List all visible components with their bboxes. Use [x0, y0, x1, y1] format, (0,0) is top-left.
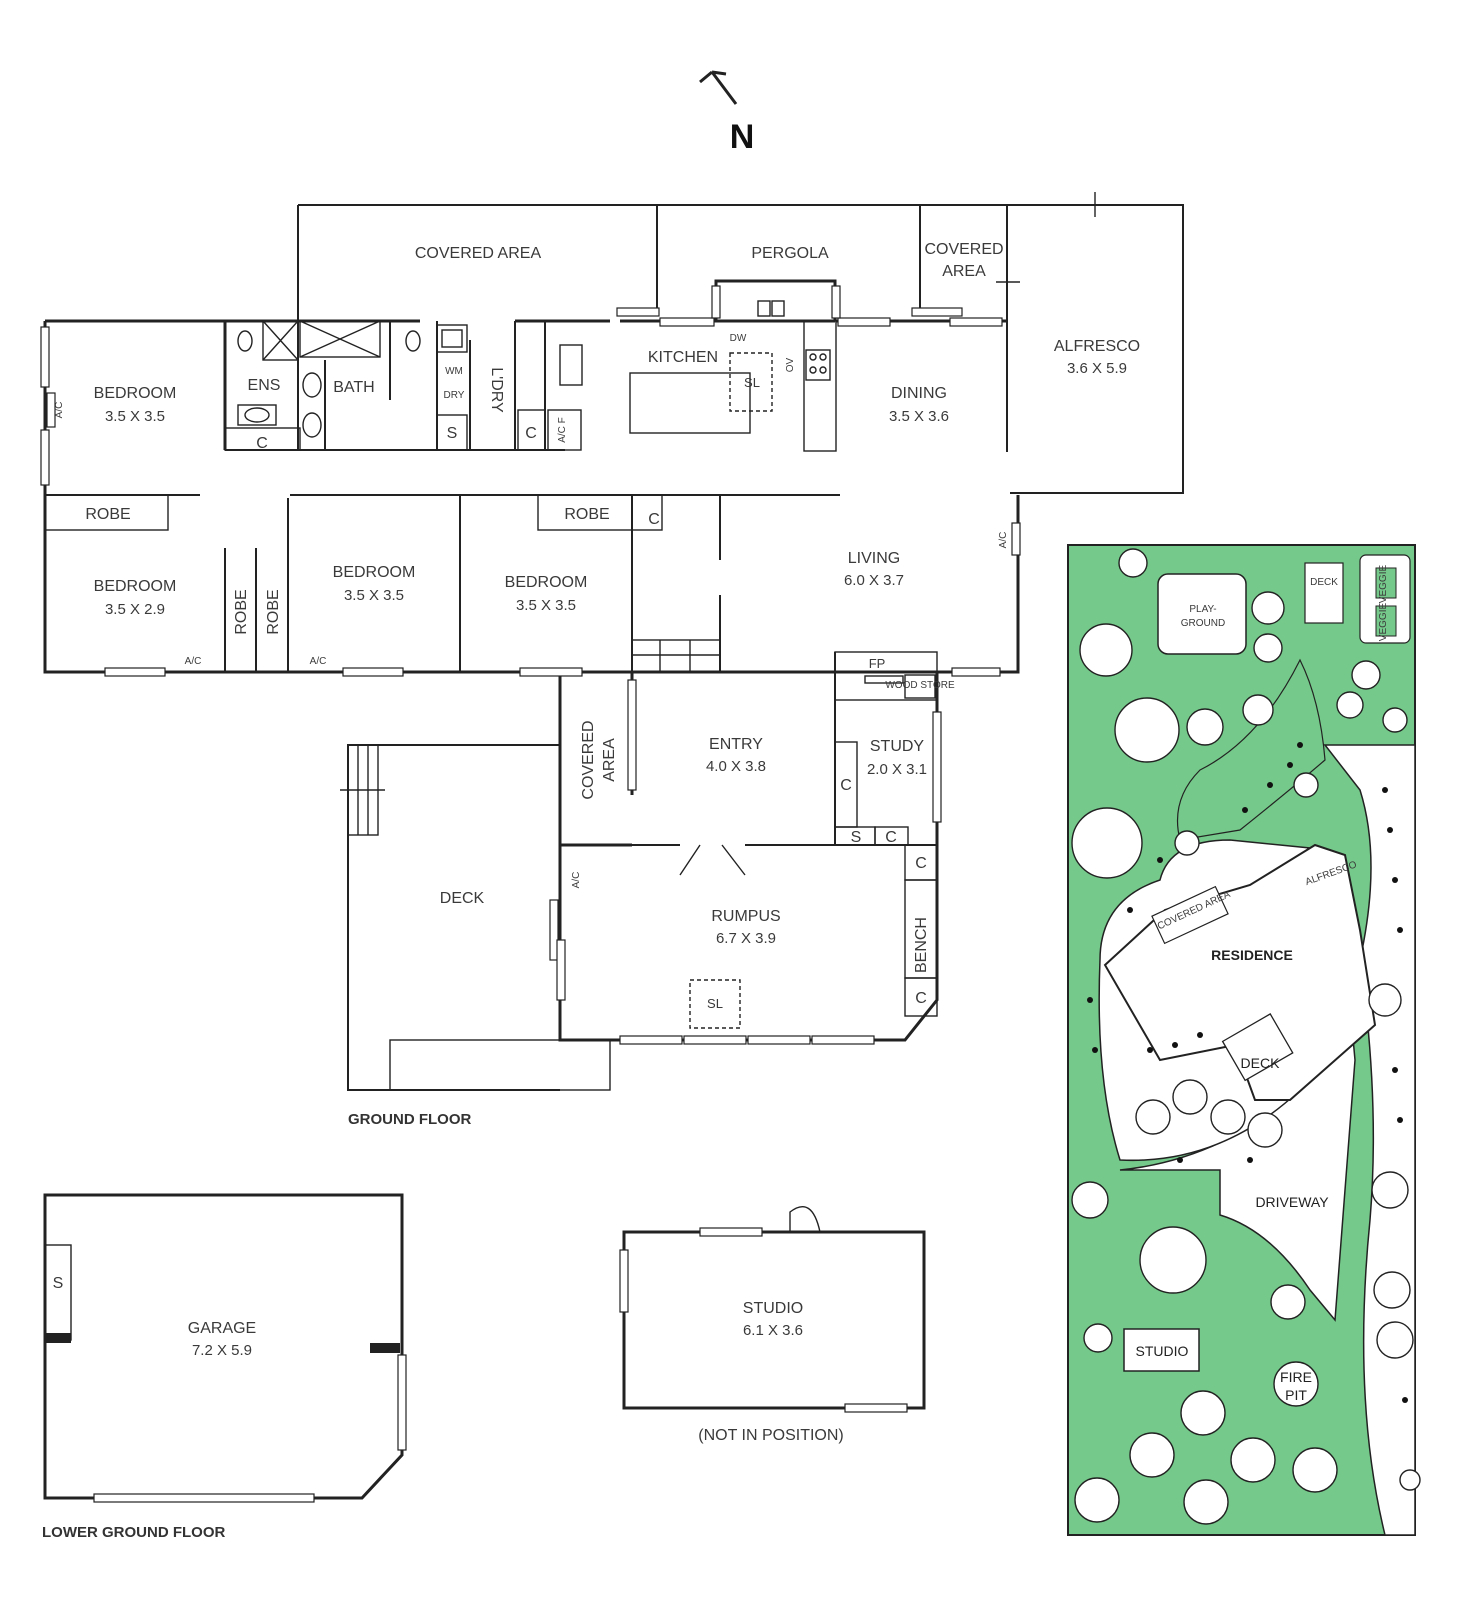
garage-size: 7.2 X 5.9	[192, 1342, 252, 1359]
dining-size: 3.5 X 3.6	[889, 408, 949, 425]
bedroom-3-size: 3.5 X 3.5	[344, 587, 404, 604]
garage-storage-label: S	[53, 1275, 64, 1292]
rumpus-label: RUMPUS	[711, 908, 780, 925]
skylight-label: SL	[707, 996, 723, 1011]
alfresco-size: 3.6 X 5.9	[1067, 360, 1127, 377]
studio: STUDIO 6.1 X 3.6 (NOT IN POSITION)	[619, 1206, 926, 1444]
cupboard-label: C	[525, 425, 537, 442]
lower-ground-floor-title: LOWER GROUND FLOOR	[42, 1524, 225, 1541]
living-label: LIVING	[848, 550, 900, 567]
cupboard-label: C	[915, 990, 927, 1007]
cupboard-label: C	[885, 829, 897, 846]
dishwasher-label: DW	[730, 333, 747, 344]
site-deck-label: DECK	[1241, 1055, 1281, 1071]
acf-label: A/C F	[557, 417, 568, 443]
entry-size: 4.0 X 3.8	[706, 758, 766, 775]
north-label: N	[730, 118, 755, 156]
bedroom-1-size: 3.5 X 3.5	[105, 408, 165, 425]
bedroom-2-label: BEDROOM	[94, 578, 177, 595]
bedroom-2-size: 3.5 X 2.9	[105, 601, 165, 618]
bedroom-3-label: BEDROOM	[333, 564, 416, 581]
ac-label: A/C	[310, 656, 327, 667]
robe-1-label: ROBE	[85, 506, 130, 523]
fire-pit-label-1: FIRE	[1280, 1369, 1312, 1385]
deck-label: DECK	[440, 890, 485, 907]
ground-floor-windows	[40, 285, 1003, 1045]
ac-label: A/C	[185, 656, 202, 667]
garage: S GARAGE 7.2 X 5.9 LOWER GROUND FLOOR	[42, 1193, 407, 1541]
covered-area-label: COVERED AREA	[415, 245, 542, 262]
rumpus-size: 6.7 X 3.9	[716, 930, 776, 947]
covered-area-entry-label-2: AREA	[601, 738, 618, 782]
ac-label: A/C	[571, 872, 582, 889]
site-deck-top-label: DECK	[1310, 577, 1338, 588]
north-arrow: N	[699, 70, 755, 156]
ens-label: ENS	[248, 377, 281, 394]
sink-label: S	[851, 829, 862, 846]
fire-pit-label-2: PIT	[1285, 1387, 1307, 1403]
veggie-label-2: VEGGIE	[1378, 603, 1389, 642]
bedroom-4-size: 3.5 X 3.5	[516, 597, 576, 614]
site-studio-label: STUDIO	[1136, 1343, 1189, 1359]
veggie-label-1: VEGGIE	[1378, 565, 1389, 604]
wood-store-label: WOOD STORE	[885, 680, 955, 691]
studio-label: STUDIO	[743, 1300, 803, 1317]
oven-label: OV	[785, 357, 796, 372]
site-trees	[1071, 548, 1421, 1525]
pergola-label: PERGOLA	[751, 245, 829, 262]
garage-label: GARAGE	[188, 1320, 256, 1337]
entry-label: ENTRY	[709, 736, 763, 753]
site-shrubs	[1087, 742, 1408, 1403]
robe-2-label: ROBE	[564, 506, 609, 523]
cupboard-label: C	[256, 435, 268, 452]
ldry-label: L'DRY	[488, 367, 505, 413]
bench-label: BENCH	[913, 917, 930, 973]
alfresco-label: ALFRESCO	[1054, 338, 1140, 355]
dining-label: DINING	[891, 385, 947, 402]
site-plan: PLAY- GROUND DECK VEGGIE VEGGIE COVERED …	[1067, 544, 1421, 1536]
ground-floor-labels: COVERED AREA PERGOLA COVERED AREA ALFRES…	[54, 241, 1140, 1128]
ac-label: A/C	[54, 402, 65, 419]
playground-label-2: GROUND	[1181, 618, 1225, 629]
ac-label: A/C	[998, 532, 1009, 549]
cupboard-label: C	[915, 855, 927, 872]
deck-stairs	[389, 1039, 611, 1091]
cupboard-label: C	[840, 777, 852, 794]
washing-machine-label: WM	[445, 366, 463, 377]
skylight-label: SL	[744, 375, 760, 390]
robe-3-label: ROBE	[233, 589, 250, 634]
living-size: 6.0 X 3.7	[844, 572, 904, 589]
study-label: STUDY	[870, 738, 925, 755]
studio-note: (NOT IN POSITION)	[698, 1427, 843, 1444]
robe-4-label: ROBE	[265, 589, 282, 634]
bedroom-1-label: BEDROOM	[94, 385, 177, 402]
ground-floor-title: GROUND FLOOR	[348, 1111, 471, 1128]
driveway-label: DRIVEWAY	[1255, 1194, 1329, 1210]
ground-floor-walls	[43, 192, 1184, 1091]
dryer-label: DRY	[444, 390, 465, 401]
playground-label-1: PLAY-	[1189, 604, 1216, 615]
bedroom-4-label: BEDROOM	[505, 574, 588, 591]
fireplace-label: FP	[869, 656, 886, 671]
kitchen-label: KITCHEN	[648, 349, 718, 366]
residence-label: RESIDENCE	[1211, 947, 1293, 963]
sink-label: S	[447, 425, 458, 442]
covered-area-right-label-2: AREA	[942, 263, 986, 280]
study-size: 2.0 X 3.1	[867, 761, 927, 778]
studio-size: 6.1 X 3.6	[743, 1322, 803, 1339]
cupboard-label: C	[648, 511, 660, 528]
bath-label: BATH	[333, 379, 374, 396]
covered-area-right-label-1: COVERED	[924, 241, 1003, 258]
covered-area-entry-label-1: COVERED	[580, 720, 597, 799]
